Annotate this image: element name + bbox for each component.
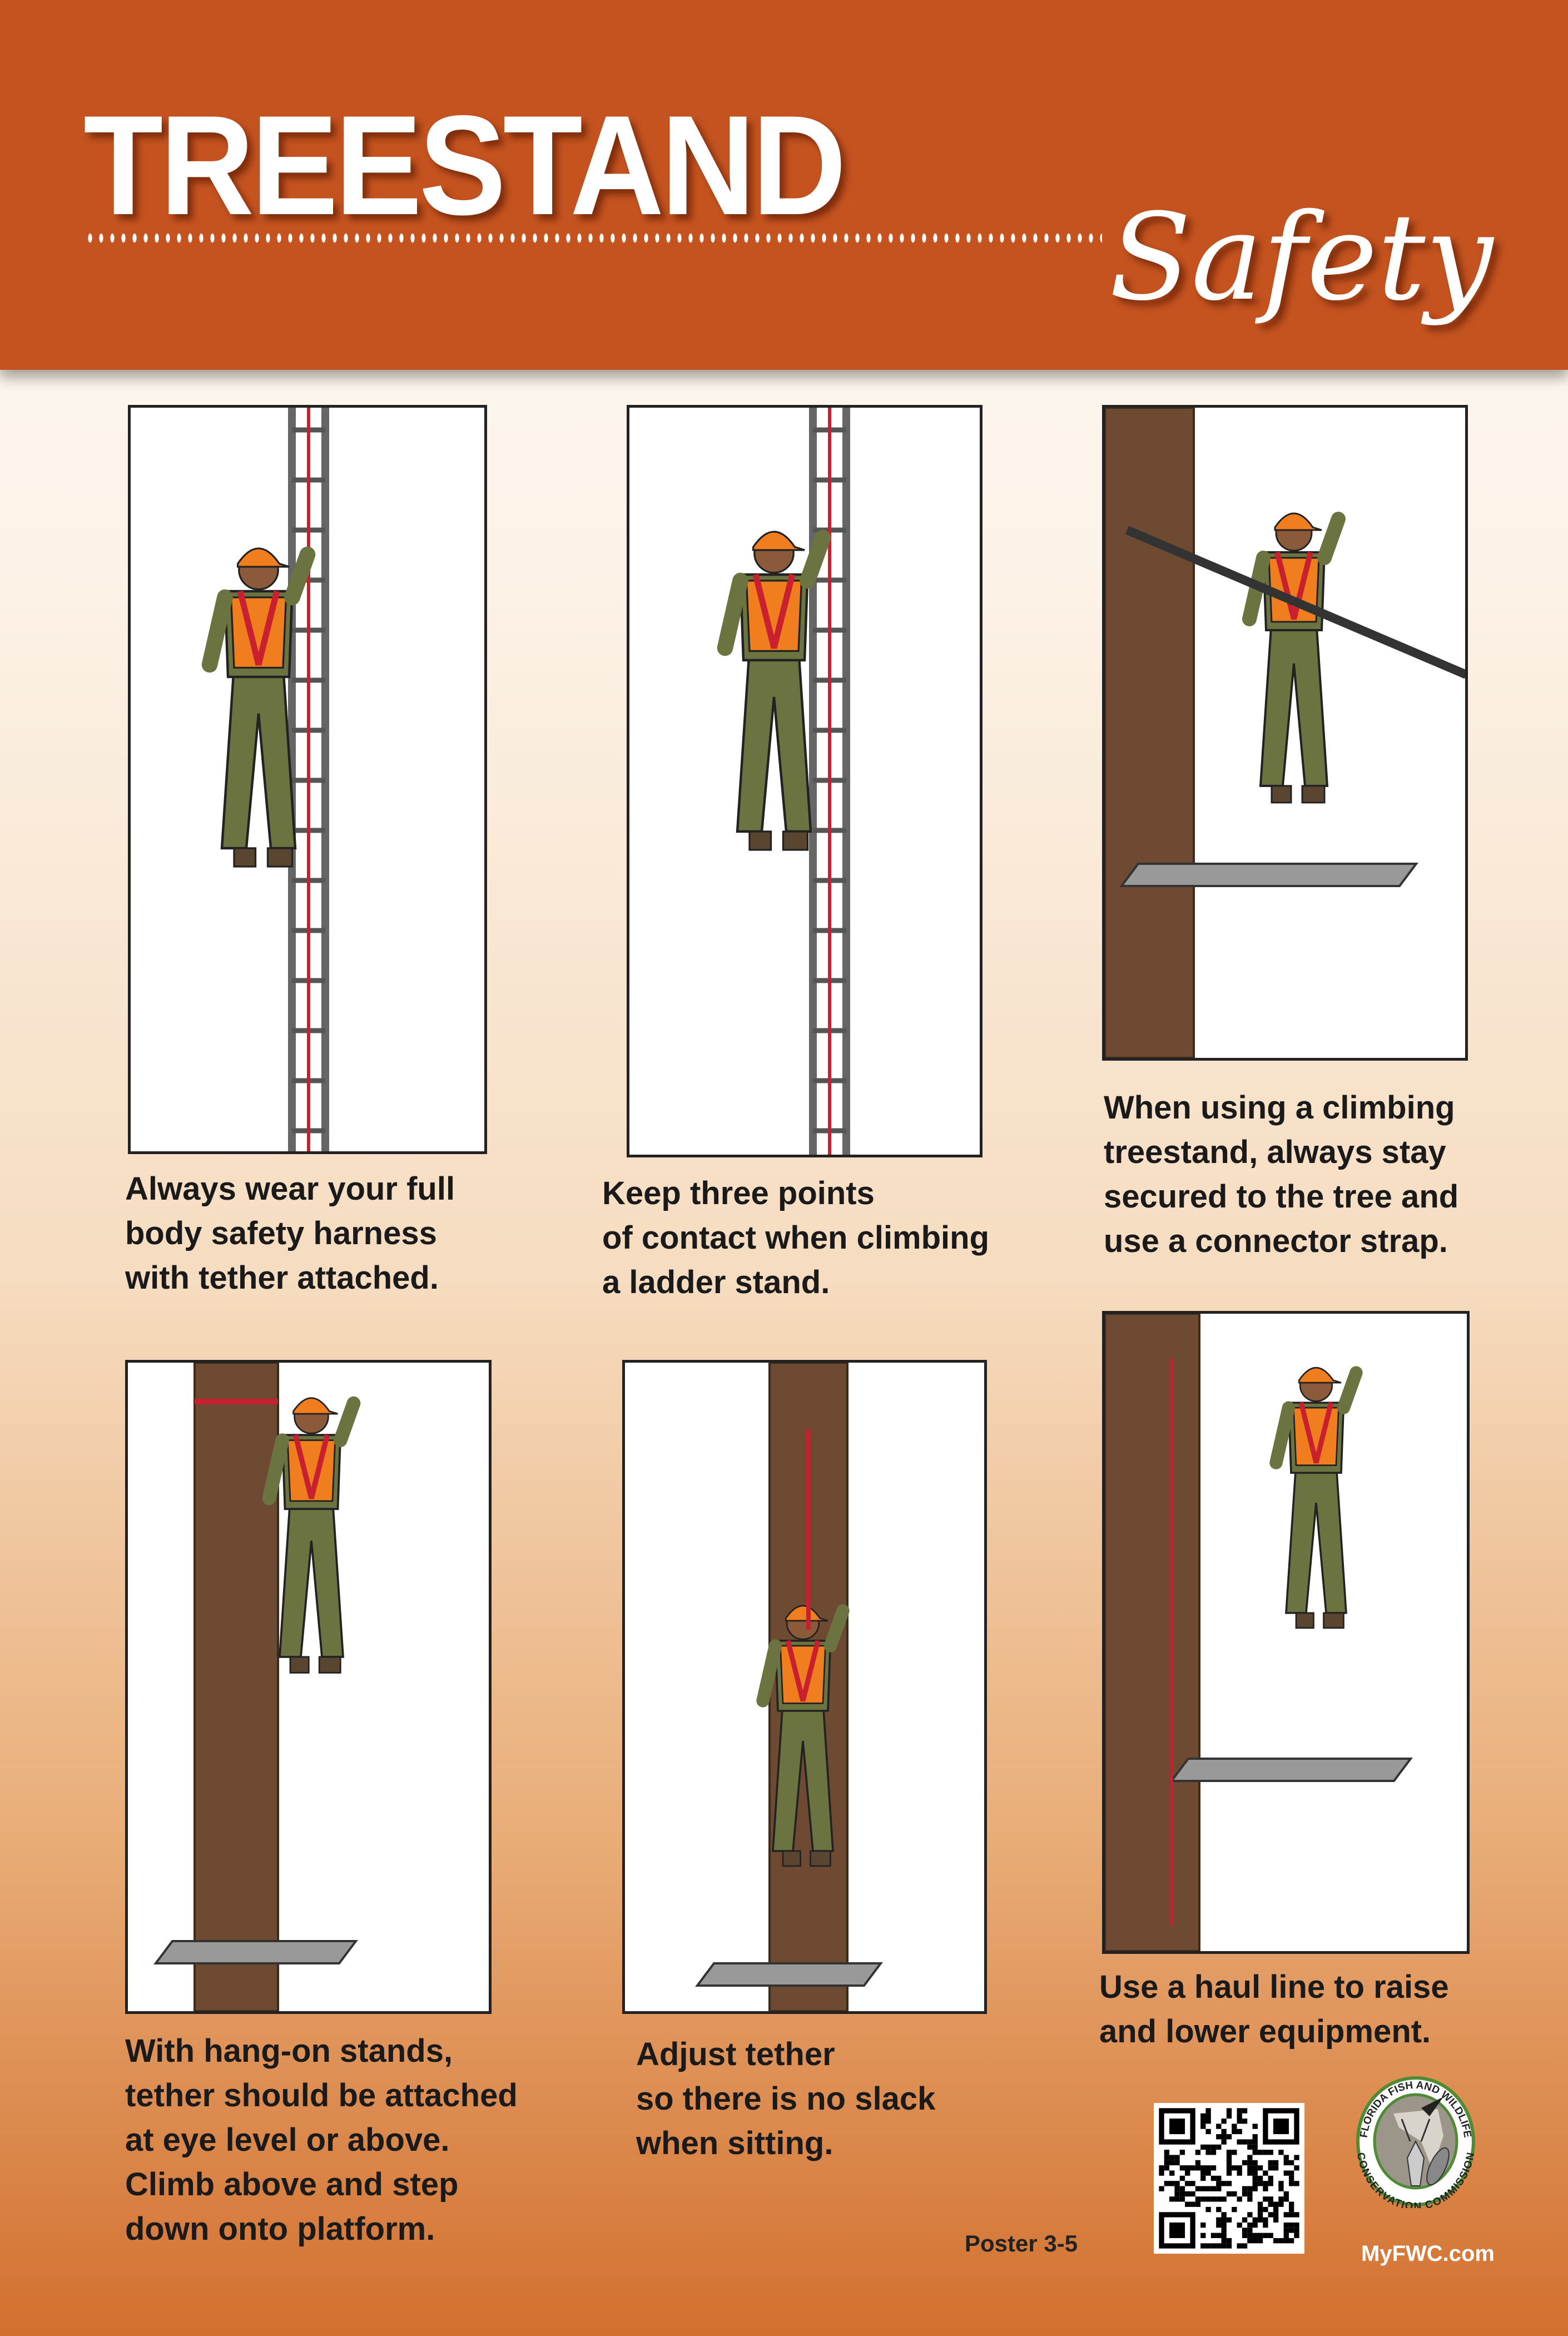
- header-banner: TREESTAND Safety: [0, 0, 1568, 370]
- caption-line: secured to the tree and: [1104, 1179, 1459, 1215]
- hunter-figure: [1242, 512, 1346, 804]
- illustration-panel-haul-line: [1102, 1311, 1470, 1954]
- illustration-panel-three-points: [627, 405, 983, 1157]
- poster-title: TREESTAND: [83, 86, 846, 245]
- dotted-divider: [85, 232, 1102, 244]
- illustration-panel-sitting: [622, 1360, 987, 2014]
- caption-sitting: Adjust tether so there is no slack when …: [636, 2032, 935, 2166]
- caption-line: with tether attached.: [125, 1260, 439, 1296]
- caption-line: down onto platform.: [125, 2211, 435, 2247]
- illustration-panel-climbing-stand: [1102, 405, 1468, 1061]
- caption-line: and lower equipment.: [1099, 2013, 1431, 2050]
- tree-trunk: [1105, 1314, 1200, 1951]
- caption-line: Keep three points: [602, 1175, 875, 1211]
- caption-three-points: Keep three points of contact when climbi…: [602, 1171, 989, 1305]
- caption-line: Climb above and step: [125, 2166, 459, 2203]
- caption-line: When using a climbing: [1104, 1090, 1455, 1126]
- caption-line: Adjust tether: [636, 2036, 835, 2072]
- qr-code-icon[interactable]: [1154, 2103, 1304, 2254]
- illustration-haul-line: [1105, 1314, 1413, 1951]
- caption-line: so there is no slack: [636, 2081, 936, 2117]
- caption-line: a ladder stand.: [602, 1264, 830, 1300]
- hunter-figure: [262, 1396, 361, 1674]
- stand-platform: [153, 1940, 358, 1964]
- website-link[interactable]: MyFWC.com: [1361, 2241, 1495, 2266]
- hunter-figure: [717, 529, 831, 851]
- caption-hang-on: With hang-on stands, tether should be at…: [125, 2029, 518, 2251]
- hunter-figure: [756, 1604, 850, 1867]
- tree-trunk: [193, 1363, 279, 2011]
- stand-platform: [1119, 863, 1418, 887]
- illustration-hang-on-stand: [153, 1363, 361, 2011]
- caption-line: when sitting.: [636, 2125, 833, 2161]
- caption-line: treestand, always stay: [1104, 1134, 1446, 1170]
- caption-line: tether should be attached: [125, 2077, 518, 2114]
- illustration-ladder-climb-harness: [201, 408, 329, 1151]
- caption-harness: Always wear your full body safety harnes…: [125, 1167, 455, 1300]
- poster-number: Poster 3-5: [965, 2230, 1078, 2256]
- caption-line: use a connector strap.: [1104, 1223, 1448, 1259]
- caption-line: of contact when climbing: [602, 1220, 990, 1256]
- stand-platform: [1169, 1758, 1413, 1782]
- illustration-sitting-tether: [695, 1363, 883, 2011]
- caption-line: body safety harness: [125, 1215, 437, 1251]
- fwc-logo: FLORIDA FISH AND WILDLIFE CONSERVATION C…: [1354, 2075, 1477, 2213]
- stand-platform: [695, 1962, 883, 1987]
- hunter-figure: [1269, 1366, 1363, 1629]
- ladder: [288, 408, 329, 1151]
- illustration-panel-hang-on: [125, 1360, 492, 2014]
- caption-line: at eye level or above.: [125, 2122, 450, 2158]
- tree-trunk: [1105, 408, 1195, 1058]
- caption-line: Use a haul line to raise: [1099, 1969, 1449, 2005]
- ladder: [809, 408, 850, 1155]
- caption-haul-line: Use a haul line to raise and lower equip…: [1099, 1965, 1449, 2054]
- caption-line: With hang-on stands,: [125, 2033, 453, 2069]
- illustration-panel-harness: [128, 405, 487, 1154]
- caption-climbing-stand: When using a climbing treestand, always …: [1104, 1086, 1458, 1264]
- illustration-ladder-three-points: [717, 408, 850, 1155]
- poster-subtitle: Safety: [1109, 187, 1493, 327]
- caption-line: Always wear your full: [125, 1171, 455, 1207]
- illustration-climbing-stand: [1105, 408, 1465, 1058]
- hunter-figure: [201, 546, 316, 868]
